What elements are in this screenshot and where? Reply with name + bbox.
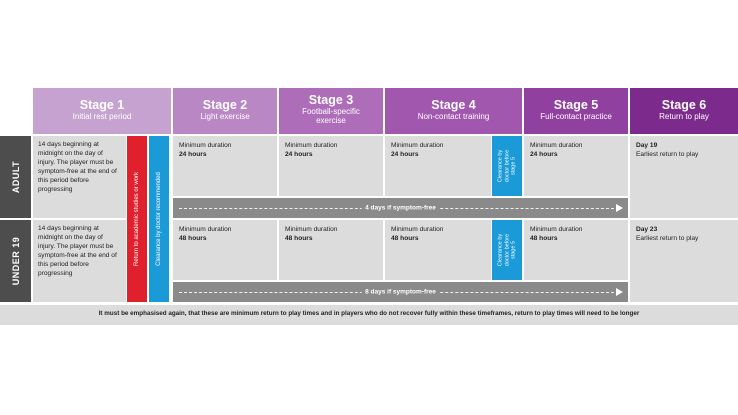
stage-3-title: Stage 3 (308, 93, 354, 107)
under19-stage4-value: 48 hours (391, 235, 419, 242)
adult-stage5-value: 24 hours (530, 151, 558, 158)
adult-stage6-cell: Day 19 Earliest return to play (630, 136, 738, 218)
stage-1-subtitle: Initial rest period (72, 112, 132, 121)
under19-clearance-text: Clearance by doctor before stage 5 (497, 233, 517, 267)
under19-stage5-label: Minimum duration (530, 226, 583, 233)
adult-stage5-cell: Minimum duration 24 hours (524, 136, 628, 196)
arrow-head-icon (616, 288, 623, 296)
adult-stage2-value: 24 hours (179, 151, 207, 158)
adult-stage1-cell: 14 days beginning at midnight on the day… (33, 136, 126, 218)
under19-stage3-cell: Minimum duration 48 hours (279, 220, 383, 280)
under19-stage5-value: 48 hours (530, 235, 558, 242)
stage-3-header: Stage 3 Football-specific exercise (279, 88, 383, 134)
under19-stage4-cell: Minimum duration 48 hours (385, 220, 491, 280)
under19-row-label: UNDER 19 (0, 220, 31, 302)
stage-3-subtitle: Football-specific exercise (302, 107, 360, 125)
stage-4-header: Stage 4 Non-contact training (385, 88, 522, 134)
return-to-study-band: Return to academic studies or work (127, 136, 147, 302)
under19-clearance-stage4: Clearance by doctor before stage 5 (492, 220, 522, 280)
under19-stage6-day: Day 23 (636, 226, 658, 233)
under19-stage1-cell: 14 days beginning at midnight on the day… (33, 220, 126, 302)
stage-6-title: Stage 6 (661, 98, 707, 112)
stage-5-header: Stage 5 Full-contact practice (524, 88, 628, 134)
stage-2-header: Stage 2 Light exercise (173, 88, 277, 134)
clearance-recommended-band: Clearance by doctor recommended (149, 136, 169, 302)
stage-2-subtitle: Light exercise (200, 112, 250, 121)
under19-label-text: UNDER 19 (10, 236, 21, 286)
stage-4-subtitle: Non-contact training (417, 112, 490, 121)
stage-6-subtitle: Return to play (659, 112, 709, 121)
under19-stage6-cell: Day 23 Earliest return to play (630, 220, 738, 302)
under19-stage3-value: 48 hours (285, 235, 313, 242)
adult-arrow-label: 4 days if symptom-free (361, 204, 440, 212)
under19-stage6-text: Earliest return to play (636, 235, 699, 242)
under19-timeline-arrow: 8 days if symptom-free (173, 282, 628, 302)
under19-stage4-label: Minimum duration (391, 226, 444, 233)
adult-stage6-day: Day 19 (636, 142, 658, 149)
under19-stage2-cell: Minimum duration 48 hours (173, 220, 277, 280)
adult-stage5-label: Minimum duration (530, 142, 583, 149)
adult-stage2-cell: Minimum duration 24 hours (173, 136, 277, 196)
stage-6-header: Stage 6 Return to play (630, 88, 738, 134)
adult-stage4-cell: Minimum duration 24 hours (385, 136, 491, 196)
stage-4-title: Stage 4 (431, 98, 476, 112)
adult-clearance-text: Clearance by doctor before stage 5 (497, 149, 517, 183)
adult-row-label: ADULT (0, 136, 31, 218)
under19-arrow-label: 8 days if symptom-free (361, 288, 440, 296)
adult-stage3-label: Minimum duration (285, 142, 338, 149)
stage-1-title: Stage 1 (79, 98, 125, 112)
stage-5-subtitle: Full-contact practice (540, 112, 612, 121)
adult-label-text: ADULT (10, 160, 21, 194)
under19-stage2-value: 48 hours (179, 235, 207, 242)
stage-2-title: Stage 2 (202, 98, 248, 112)
stage-1-header: Stage 1 Initial rest period (33, 88, 171, 134)
under19-stage2-label: Minimum duration (179, 226, 232, 233)
adult-stage4-label: Minimum duration (391, 142, 444, 149)
adult-clearance-stage4: Clearance by doctor before stage 5 (492, 136, 522, 196)
return-to-study-text: Return to academic studies or work (134, 171, 140, 267)
adult-stage1-text: 14 days beginning at midnight on the day… (38, 141, 117, 193)
under19-stage5-cell: Minimum duration 48 hours (524, 220, 628, 280)
adult-stage6-text: Earliest return to play (636, 151, 699, 158)
footnote: It must be emphasised again, that these … (0, 305, 738, 325)
adult-stage3-cell: Minimum duration 24 hours (279, 136, 383, 196)
footnote-text: It must be emphasised again, that these … (98, 310, 640, 317)
adult-stage2-label: Minimum duration (179, 142, 232, 149)
stage-5-title: Stage 5 (553, 98, 599, 112)
adult-stage3-value: 24 hours (285, 151, 313, 158)
arrow-head-icon (616, 204, 623, 212)
adult-timeline-arrow: 4 days if symptom-free (173, 198, 628, 218)
clearance-recommended-text: Clearance by doctor recommended (156, 172, 162, 266)
under19-stage1-text: 14 days beginning at midnight on the day… (38, 225, 117, 277)
adult-stage4-value: 24 hours (391, 151, 419, 158)
under19-stage3-label: Minimum duration (285, 226, 338, 233)
